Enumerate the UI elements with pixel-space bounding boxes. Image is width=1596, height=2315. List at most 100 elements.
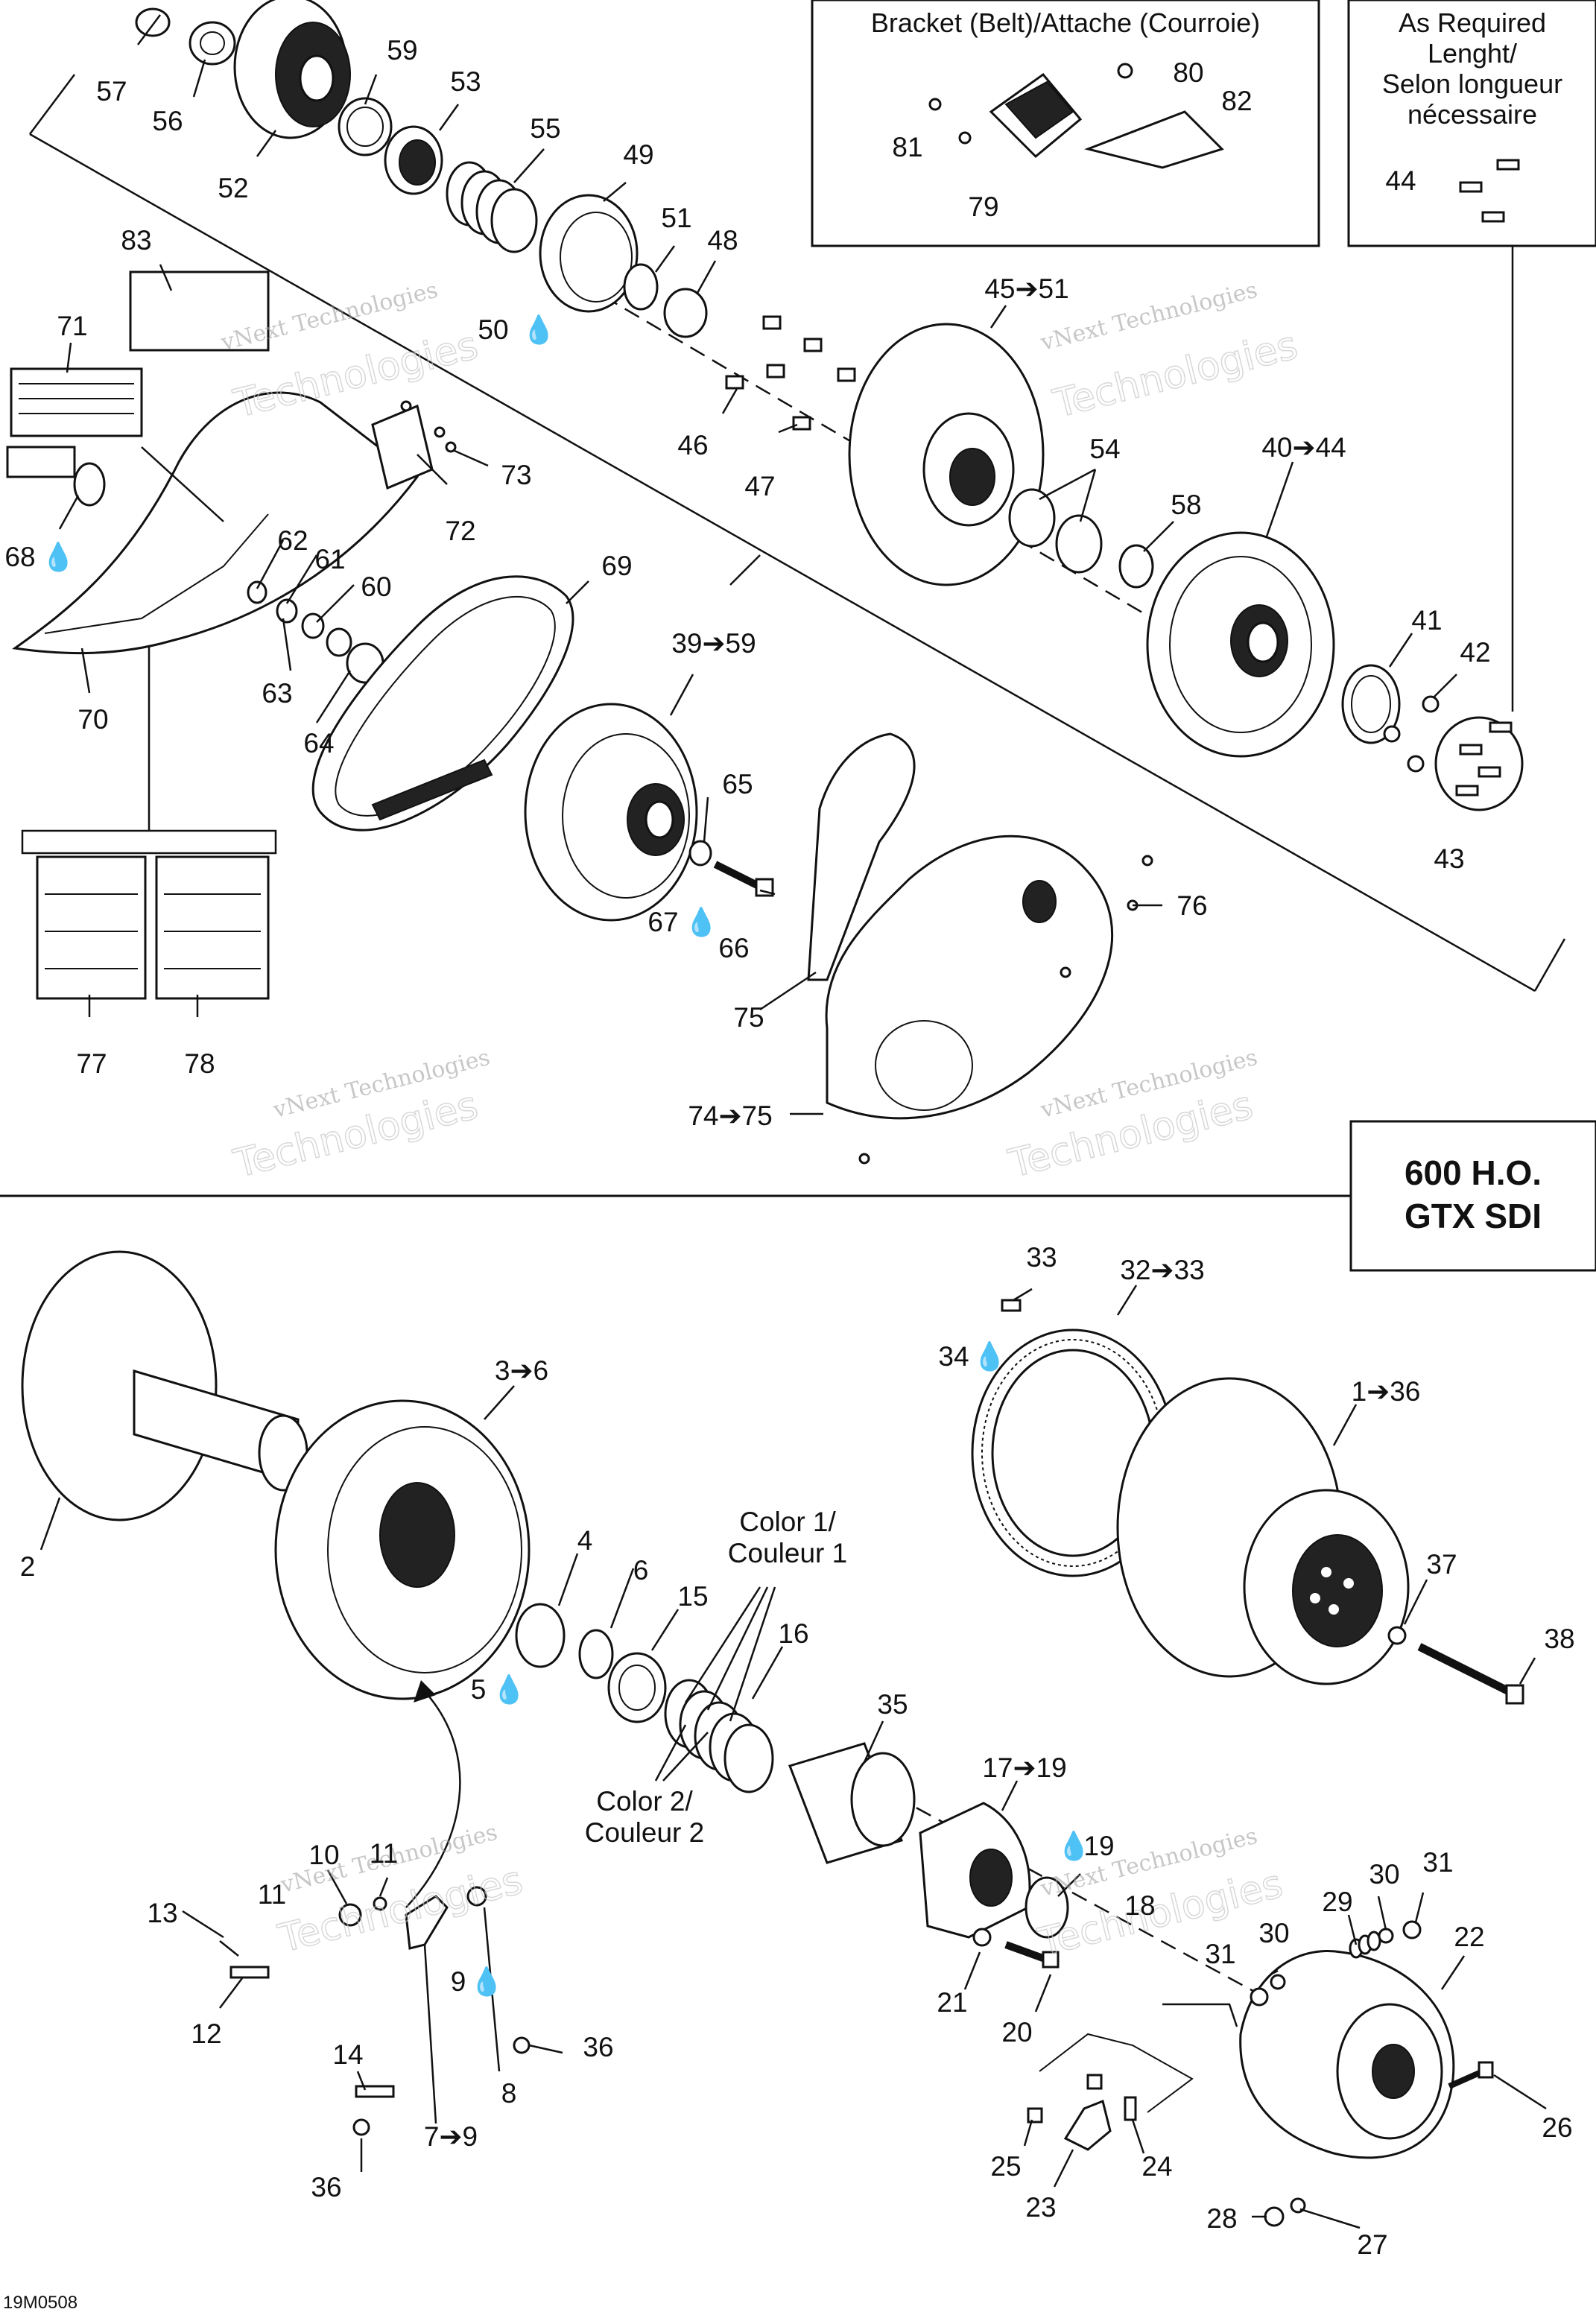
screw-33-shape (1001, 1299, 1022, 1312)
callout-71: 71 (57, 311, 87, 341)
washer-30a-shape (1378, 1928, 1394, 1944)
callout-63: 63 (262, 678, 292, 709)
callout-43: 43 (1434, 843, 1464, 874)
spring-55-shape (446, 161, 538, 253)
governor-cup-17-bore (969, 1849, 1013, 1907)
required-box-line1: As Required (1399, 7, 1546, 38)
ring-6-shape (578, 1629, 614, 1679)
callout-81: 81 (892, 132, 922, 162)
ring-58-shape (1118, 544, 1154, 589)
belt-69-teeth (371, 759, 493, 821)
decal-box (21, 829, 277, 855)
callout-5: 5 (471, 1674, 487, 1705)
model-line1: 600 H.O. (1405, 1153, 1542, 1192)
callout-20: 20 (1001, 2017, 1032, 2048)
callout-21: 21 (937, 1987, 967, 2018)
callout-58: 58 (1171, 490, 1201, 520)
callout-6: 6 (633, 1555, 649, 1586)
bolts-43 (1455, 721, 1513, 797)
sheave-45-bore (949, 448, 995, 506)
bracket-79-shape (989, 72, 1083, 159)
callout-41: 41 (1411, 605, 1442, 636)
bushing-4-shape (515, 1603, 566, 1668)
callout-22: 22 (1454, 1922, 1484, 1952)
lever-23-shape (1063, 2099, 1112, 2151)
nut-36b-shape (352, 2118, 370, 2136)
cam-22-hub (1372, 2044, 1415, 2099)
bolt-20-shape (1004, 1941, 1060, 1969)
drop-68: 💧 (41, 541, 75, 573)
callout-67: 67 (647, 907, 678, 937)
callout-47: 47 (744, 471, 775, 501)
callout-80: 80 (1173, 57, 1203, 88)
upper-frame-line (29, 74, 75, 135)
callout-30b: 30 (1258, 1918, 1289, 1948)
gasket-75-shape (807, 732, 916, 981)
decal-78-shape (155, 855, 270, 1000)
movable-sheave-3-rim (327, 1426, 522, 1673)
callout-19: 19 (1083, 1831, 1114, 1861)
callout-labels: 57 56 52 59 53 55 49 51 48 50 💧 45➔51 80… (4, 35, 1574, 2260)
decal-71-lines (19, 383, 134, 414)
callout-74-75: 74➔75 (688, 1101, 772, 1131)
callout-36a: 36 (583, 2032, 613, 2062)
callout-64: 64 (303, 728, 334, 759)
callout-7-9: 7➔9 (424, 2121, 478, 2152)
decal-71-shape (10, 367, 143, 437)
callout-82: 82 (1221, 86, 1252, 116)
callout-40-44: 40➔44 (1261, 432, 1346, 463)
drive-pulley-1-face (1292, 1534, 1383, 1647)
clips-73 (400, 400, 457, 453)
movable-sheave-3-hub (379, 1482, 455, 1588)
screws-46-47 (725, 315, 856, 431)
callout-4: 4 (577, 1525, 593, 1556)
callout-62: 62 (277, 525, 308, 556)
figure-code: 19M0508 (3, 2293, 77, 2313)
color2-line2: Couleur 2 (585, 1817, 704, 1848)
plate-41-inner (1351, 675, 1391, 733)
washer-57-shape (135, 7, 171, 37)
cover-74-window (875, 1020, 973, 1111)
callout-66: 66 (718, 933, 749, 963)
callout-51: 51 (661, 203, 691, 233)
callout-83: 83 (121, 225, 151, 256)
callout-73: 73 (501, 460, 531, 490)
washer-11-shape (373, 1896, 387, 1911)
washer-56-hole (200, 31, 225, 55)
callout-34: 34 (938, 1341, 969, 1372)
callout-2: 2 (20, 1551, 36, 1582)
callout-72: 72 (445, 516, 475, 546)
callout-38: 38 (1544, 1624, 1574, 1654)
belt-69-shape (311, 575, 574, 832)
washer-56-shape (189, 21, 236, 66)
ring-59-inner (346, 107, 384, 147)
drop-9: 💧 (469, 1966, 504, 1998)
callout-56: 56 (152, 106, 183, 136)
nut-36a-shape (513, 2036, 531, 2054)
nut-28-shape (1264, 2206, 1285, 2227)
screws-81 (928, 98, 972, 145)
cam-arrow (1162, 2003, 1238, 2027)
assembly-arrow-head (414, 1680, 436, 1703)
bolts-44 (1459, 159, 1520, 223)
callout-70: 70 (77, 704, 108, 735)
bushing-8-shape (466, 1886, 487, 1907)
spring-68-shape (6, 446, 106, 507)
washer-54a-shape (1008, 488, 1056, 548)
model-box (1349, 1120, 1596, 1272)
callout-31a: 31 (1422, 1847, 1453, 1878)
cam-40-inner (1169, 556, 1312, 733)
callout-30a: 30 (1369, 1859, 1399, 1890)
pin-12-shape (229, 1966, 270, 1979)
assembly-arrow-lower (405, 1691, 461, 1908)
upper-diagonal-line (29, 133, 1536, 992)
callout-11b: 11 (258, 1879, 286, 1910)
callout-3-6: 3➔6 (495, 1355, 548, 1386)
decal-83-shape (129, 270, 270, 352)
roller-10-shape (338, 1903, 362, 1927)
callout-35: 35 (877, 1689, 908, 1720)
callout-77: 77 (76, 1048, 107, 1079)
callout-10: 10 (308, 1840, 339, 1870)
washer-15-inner (618, 1665, 656, 1711)
washer-15-shape (607, 1652, 667, 1723)
